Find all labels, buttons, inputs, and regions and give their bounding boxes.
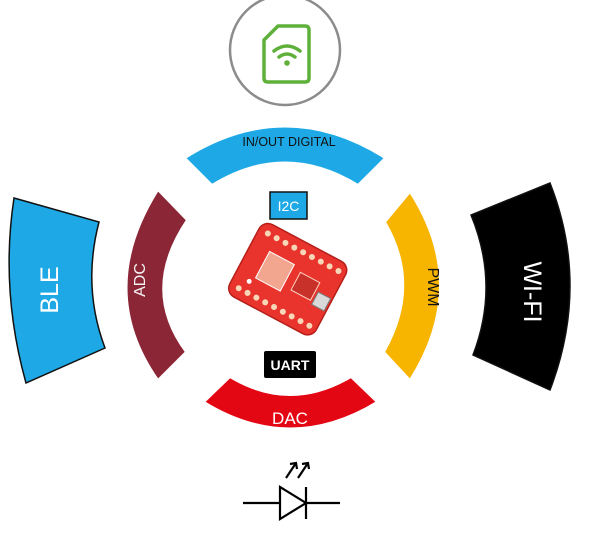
i2c-label: I2C — [278, 198, 300, 214]
ble-block: BLE — [8, 197, 106, 385]
wifi-label: WI-FI — [518, 261, 546, 322]
dev-board-image — [227, 222, 348, 336]
ble-label: BLE — [36, 266, 64, 313]
segment-label-pwm: PWM — [424, 267, 441, 306]
segment-pwm: PWM — [382, 190, 441, 382]
wifi-card-icon — [228, 0, 342, 107]
segment-label-adc: ADC — [132, 263, 149, 297]
segment-adc: ADC — [125, 188, 189, 382]
uart-badge: UART — [264, 351, 316, 378]
led-diode-symbol — [243, 461, 340, 521]
i2c-badge: I2C — [269, 191, 308, 220]
segment-dac: DAC — [202, 375, 379, 430]
segment-label-dac: DAC — [272, 409, 308, 428]
segment-in-out-digital: IN/OUT DIGITAL — [183, 125, 387, 187]
wifi-block: WI-FI — [470, 182, 571, 392]
uart-label: UART — [271, 357, 310, 373]
segment-label-in-out-digital: IN/OUT DIGITAL — [242, 135, 335, 149]
